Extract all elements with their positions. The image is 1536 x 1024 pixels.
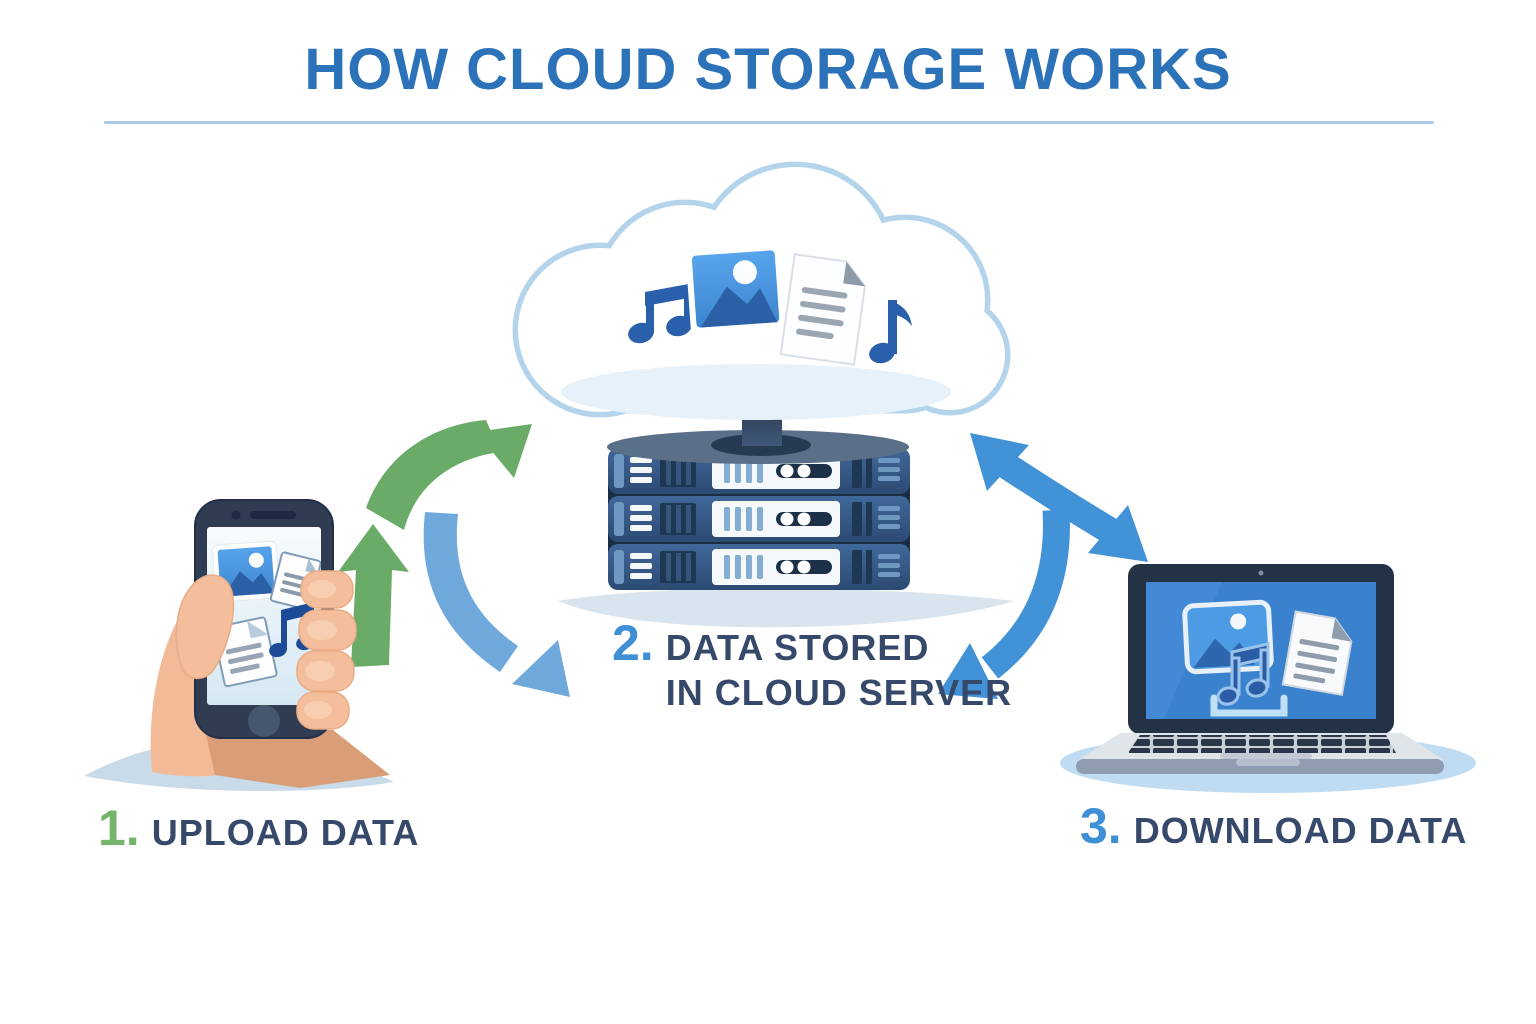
step-1-upload-data: 1. UPLOAD DATA bbox=[98, 799, 419, 857]
sync-arrows-icon bbox=[938, 433, 1148, 699]
download-arrow-icon bbox=[423, 512, 570, 697]
touchpad bbox=[1220, 753, 1312, 759]
music-note-icon bbox=[269, 602, 314, 658]
speaker bbox=[250, 511, 296, 519]
cloud-files bbox=[628, 244, 912, 366]
step-2-label-line-2: IN CLOUD SERVER bbox=[665, 672, 1013, 713]
laptop-base bbox=[1076, 759, 1444, 774]
step-2-number: 2. bbox=[612, 615, 654, 671]
music-note-icon bbox=[869, 300, 912, 364]
step-3-number: 3. bbox=[1080, 798, 1122, 854]
laptop-icon bbox=[1060, 564, 1476, 793]
document-icon bbox=[1281, 610, 1353, 696]
document-icon bbox=[779, 253, 867, 366]
home-button bbox=[248, 705, 280, 737]
server-shadow bbox=[558, 588, 1014, 628]
page-title: HOW CLOUD STORAGE WORKS bbox=[304, 37, 1232, 102]
keyboard bbox=[1128, 735, 1396, 753]
step-2-data-stored: 2. DATA STORED IN CLOUD SERVER bbox=[612, 614, 1012, 715]
music-note-icon bbox=[1216, 642, 1270, 706]
music-note-icon bbox=[628, 283, 694, 344]
smartphone-in-hand-icon bbox=[84, 499, 394, 792]
camera-dot bbox=[231, 510, 241, 520]
hand-shadow bbox=[205, 730, 390, 788]
step-1-label: UPLOAD DATA bbox=[151, 812, 420, 853]
step-1-number: 1. bbox=[98, 800, 140, 856]
server-stack-icon bbox=[558, 394, 1014, 628]
thumb bbox=[175, 574, 235, 680]
title-divider bbox=[104, 121, 1434, 124]
step-2-label-line-1: DATA STORED bbox=[665, 627, 930, 668]
step-3-download-data: 3. DOWNLOAD DATA bbox=[1080, 797, 1467, 855]
camera-dot bbox=[1258, 570, 1264, 576]
photo-icon bbox=[685, 244, 786, 334]
step-3-label: DOWNLOAD DATA bbox=[1133, 810, 1468, 851]
download-tray bbox=[1210, 694, 1288, 717]
